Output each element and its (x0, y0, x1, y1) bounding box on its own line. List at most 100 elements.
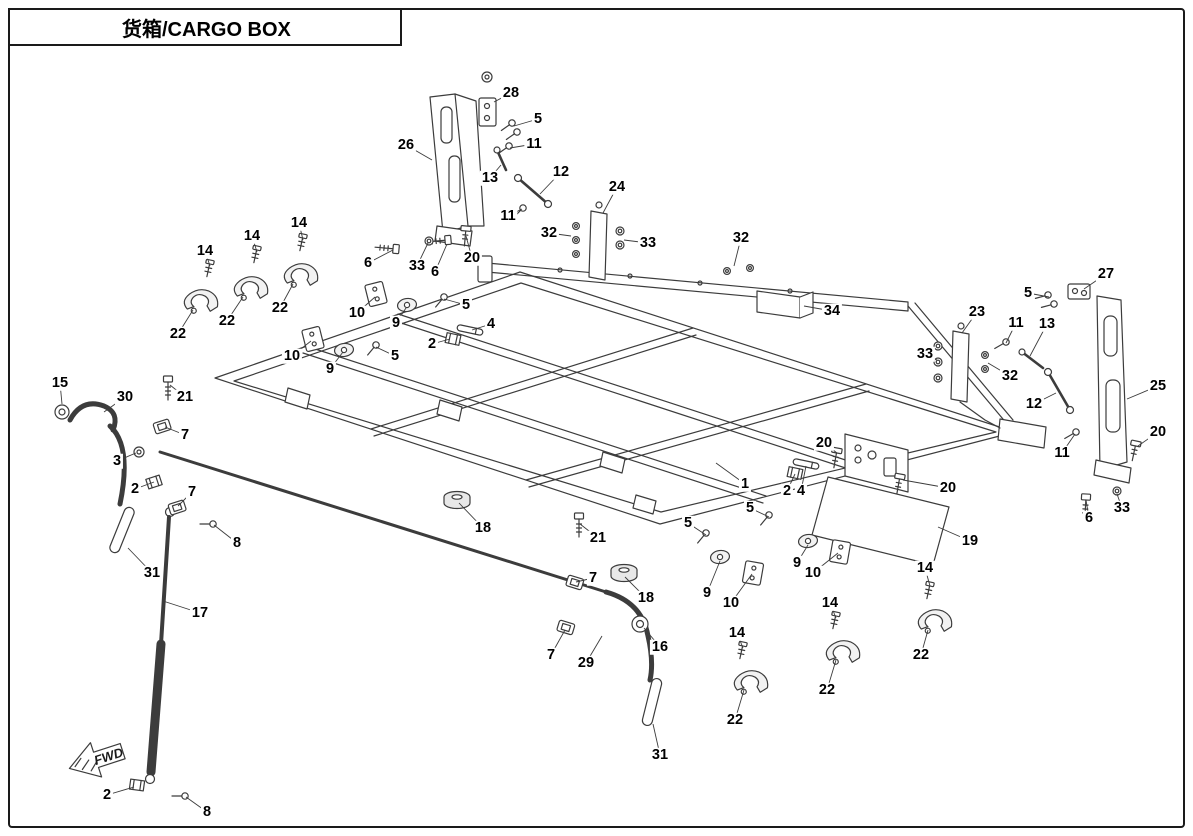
washer-32 (722, 267, 732, 275)
bolt-21 (573, 512, 585, 538)
clamp-2 (786, 466, 804, 480)
leader-line (730, 573, 753, 604)
leader-line (458, 502, 484, 529)
washer-32 (571, 250, 581, 258)
leader-line (509, 143, 535, 149)
tie-down-hook-22 (181, 286, 220, 317)
leader-line (539, 171, 562, 195)
leader-line (443, 298, 467, 306)
bolt-6 (1079, 493, 1092, 519)
washer-32 (980, 365, 990, 373)
leader-line (489, 164, 502, 179)
leader-line (1083, 273, 1107, 290)
leader-line (623, 239, 649, 244)
leader-line (1033, 392, 1057, 405)
fwd-arrow: FWD (68, 742, 126, 778)
leader-line (513, 118, 539, 127)
leader-line (687, 522, 707, 536)
tie-down-hook-22 (823, 637, 862, 668)
clamp-7 (564, 574, 585, 591)
clamp-7 (555, 619, 576, 636)
leader-line (937, 526, 971, 542)
hinge-plate-10 (828, 539, 852, 565)
screw-5 (1040, 299, 1059, 312)
leader-line (902, 479, 949, 489)
hinge-plate-10 (301, 325, 325, 353)
leader-line (375, 346, 396, 357)
panel-bracket-26 (429, 93, 485, 247)
leader-line (185, 796, 208, 813)
leader-line (920, 629, 929, 656)
disc-15 (54, 404, 70, 420)
nut-33 (933, 341, 943, 351)
tie-down-hook-22 (281, 260, 320, 291)
clamp-2 (128, 778, 146, 792)
leader-line (59, 382, 63, 405)
leader-line (796, 544, 809, 564)
rear-rail (477, 255, 1047, 449)
screw-5 (694, 527, 712, 546)
link-12-13-left (493, 146, 553, 209)
leader-line (367, 249, 394, 264)
leader-line (127, 547, 153, 574)
screw-5 (364, 339, 382, 358)
gas-strut-17 (144, 506, 176, 785)
leader-line (416, 242, 429, 267)
leader-line (169, 384, 186, 398)
page-title: 货箱/CARGO BOX (122, 18, 291, 41)
tie-down-hook-22 (231, 273, 270, 304)
washer-32 (571, 222, 581, 230)
leader-line (550, 629, 566, 656)
hinge-9 (797, 532, 819, 550)
nut-33 (933, 373, 943, 383)
washer-32 (980, 351, 990, 359)
leader-line (1116, 493, 1123, 509)
leader-line (924, 353, 938, 361)
leader-line (652, 723, 661, 756)
bracket-27 (1067, 283, 1091, 300)
leader-line (1005, 322, 1017, 344)
hook-30 (67, 401, 127, 507)
leader-line (1126, 385, 1159, 400)
leader-line (279, 283, 294, 309)
leader-line (624, 576, 647, 599)
leader-line (405, 144, 433, 161)
leader-line (812, 552, 839, 574)
tie-down-hook-22 (915, 606, 954, 637)
leader-line (226, 296, 244, 322)
leader-line (106, 786, 135, 796)
leader-line (579, 523, 599, 539)
hinge-9 (333, 341, 355, 359)
bolt-21 (162, 375, 174, 401)
bracket-23 (950, 322, 1001, 429)
page-border (8, 8, 1185, 828)
leader-line (706, 560, 721, 594)
link-12-13-right (1018, 348, 1075, 415)
washer-32 (745, 264, 755, 272)
bracket-28 (478, 71, 497, 127)
nut-33 (615, 240, 625, 250)
leader-line (507, 208, 523, 217)
clamp-7 (152, 418, 173, 435)
leader-line (434, 243, 448, 273)
bolt-20 (1126, 439, 1142, 463)
nut-33 (424, 236, 434, 246)
clamp-7 (167, 499, 188, 516)
leader-line (961, 311, 978, 334)
hinge-plate-10 (741, 560, 765, 586)
hinge-9 (709, 548, 731, 566)
screw-8 (171, 792, 189, 800)
tube-31 (107, 505, 137, 555)
leader-line (826, 659, 837, 691)
leader-line (548, 232, 572, 237)
title-box: 货箱/CARGO BOX (8, 8, 402, 46)
nut-3 (133, 446, 145, 458)
grommet-18 (610, 563, 638, 583)
tube-31 (640, 676, 664, 728)
leader-line (164, 426, 186, 436)
leader-line (1029, 323, 1048, 357)
leader-line (734, 689, 745, 721)
leader-line (585, 635, 603, 664)
